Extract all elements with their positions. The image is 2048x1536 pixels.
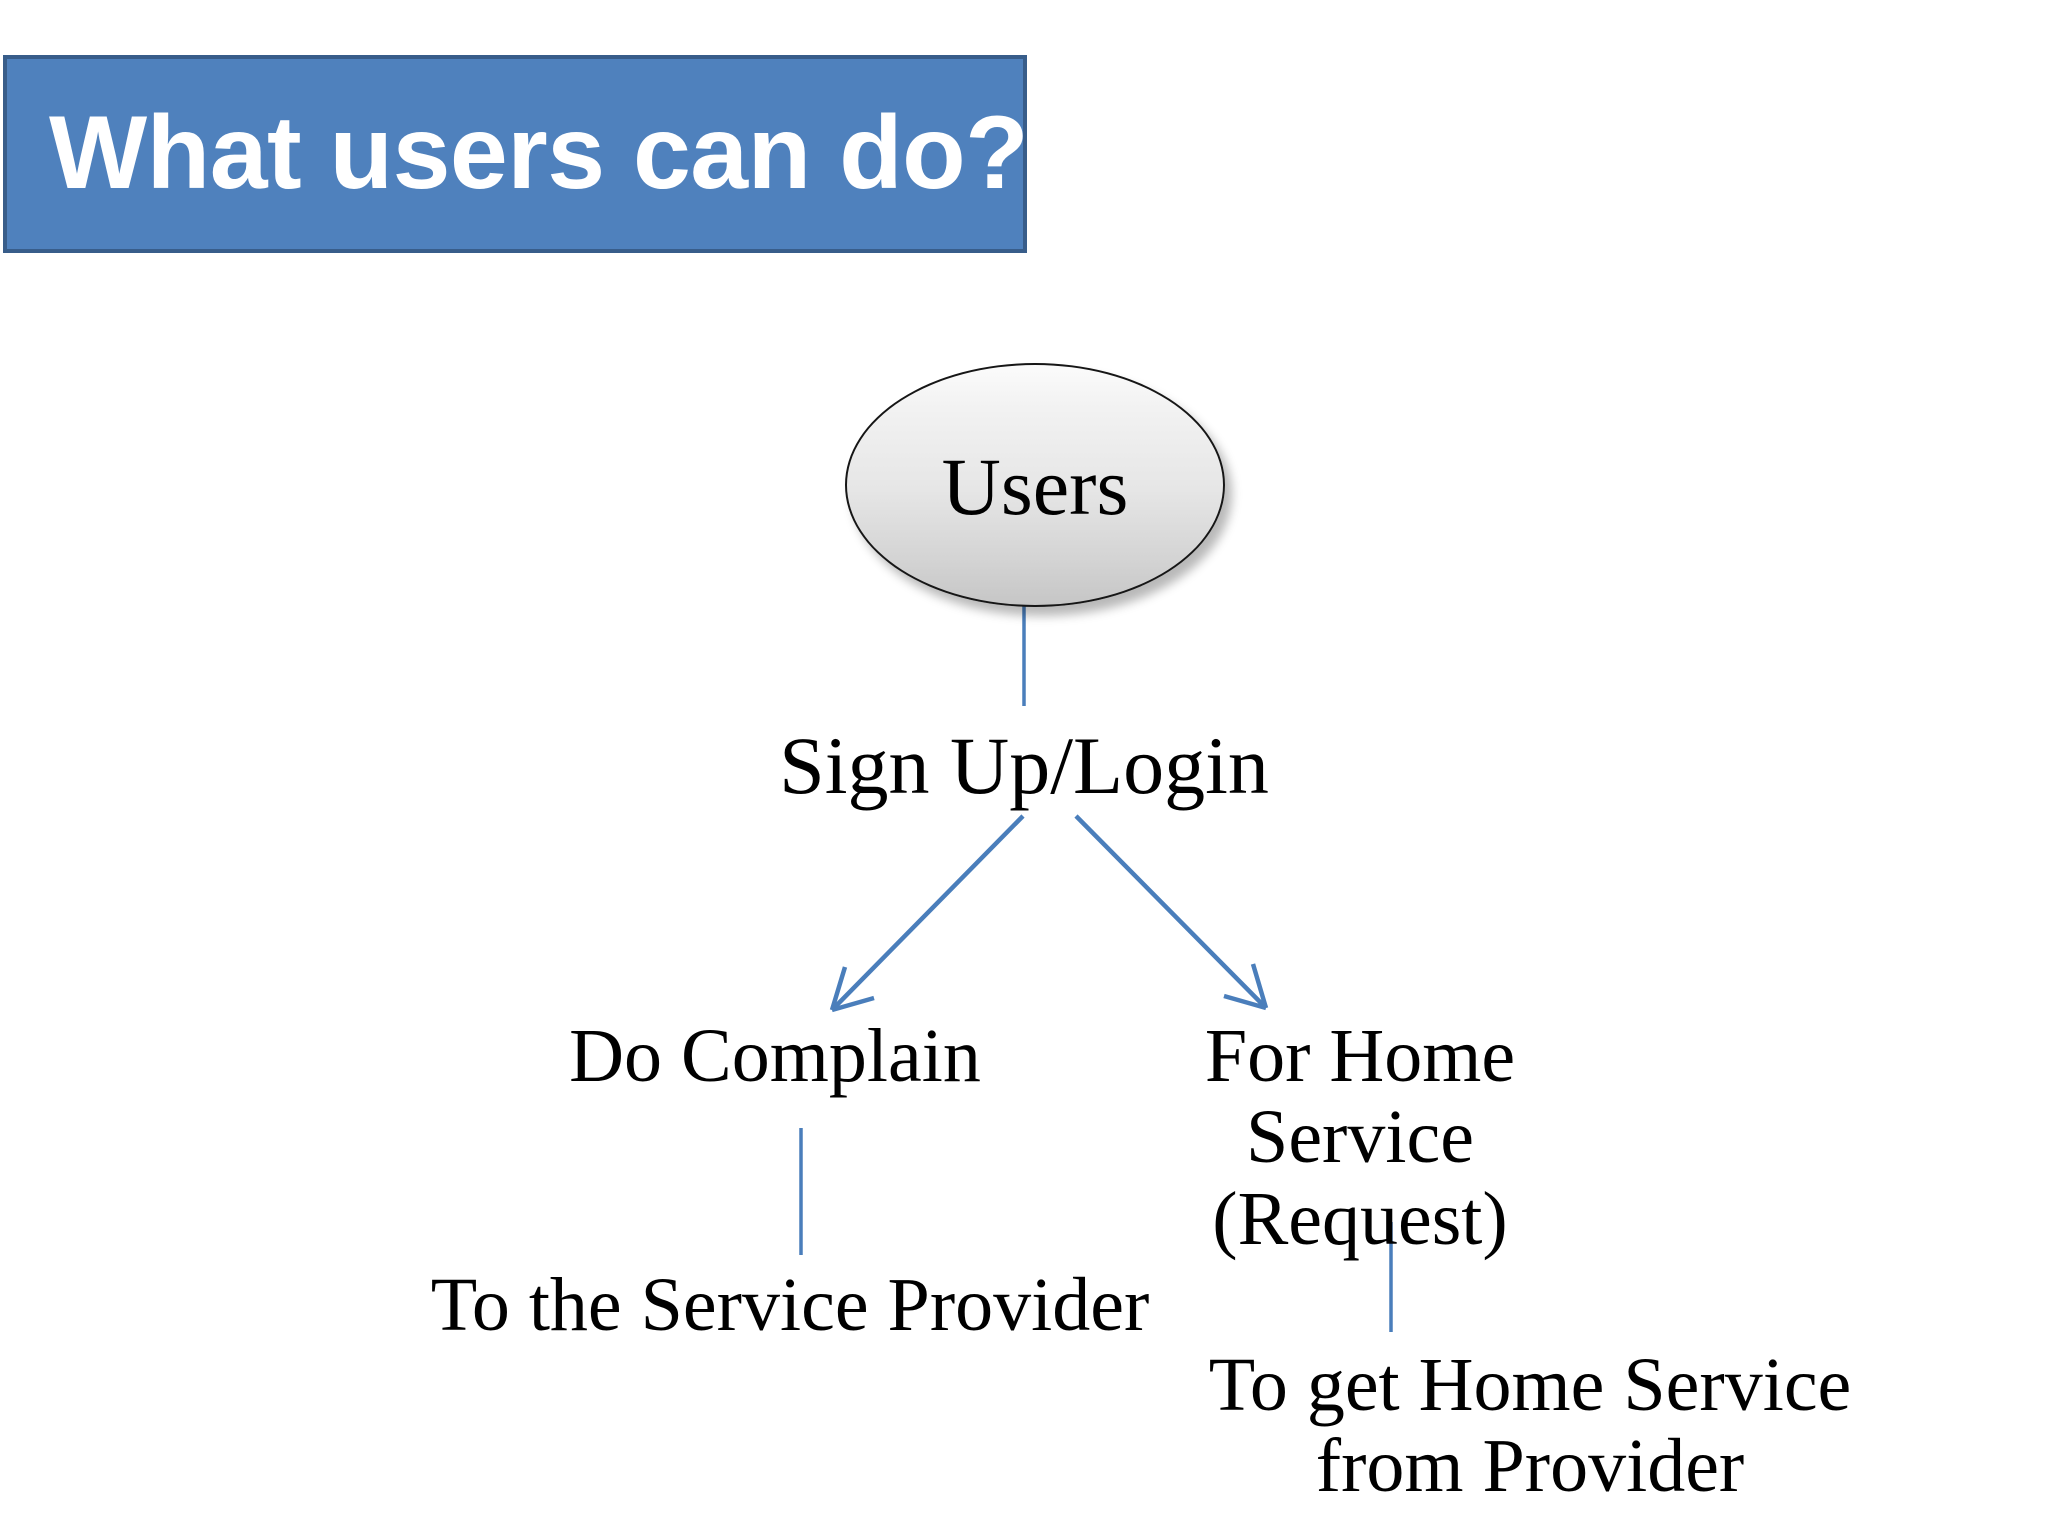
node-to-the-service-provider: To the Service Provider: [430, 1263, 1150, 1347]
node-users: Users: [845, 363, 1225, 607]
title-banner: What users can do?: [3, 55, 1029, 253]
connector-signup-to-complain: [830, 814, 1025, 1012]
node-sign-up-login: Sign Up/Login: [779, 720, 1269, 811]
page-title: What users can do?: [49, 95, 1029, 212]
node-do-complain: Do Complain: [569, 1014, 981, 1098]
node-users-label: Users: [941, 441, 1129, 532]
arrowhead-complain: [829, 966, 875, 1013]
arrowhead-home-service: [1223, 963, 1269, 1011]
node-to-get-home-service-from-provider: To get Home Service from Provider: [1208, 1343, 1852, 1509]
node-for-home-service: For Home Service (Request): [1204, 1014, 1516, 1261]
connector-signup-to-home-service: [1074, 814, 1268, 1010]
